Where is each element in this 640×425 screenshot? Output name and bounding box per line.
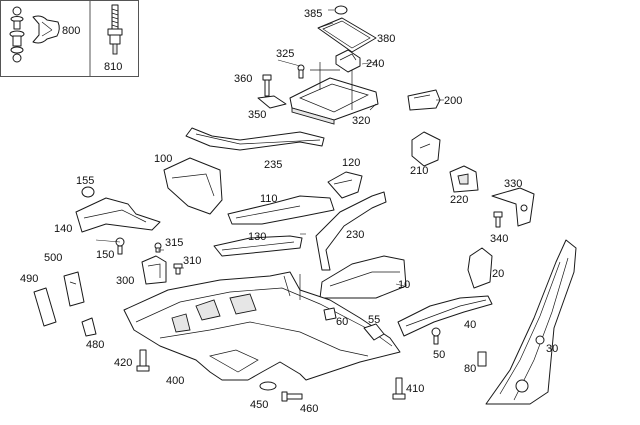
bracket-350	[257, 95, 287, 109]
member-130	[213, 235, 303, 257]
nut-315	[154, 242, 162, 253]
pillar-30	[485, 239, 577, 405]
callout-380: 380	[377, 33, 395, 45]
bolt-460	[281, 391, 303, 402]
callout-800: 800	[62, 25, 80, 37]
plate-140	[75, 197, 161, 233]
callout-450: 450	[250, 399, 268, 411]
callout-810: 810	[104, 61, 122, 73]
callout-310: 310	[183, 255, 201, 267]
clip-60	[323, 307, 337, 321]
callout-140: 140	[54, 223, 72, 235]
callout-220: 220	[450, 194, 468, 206]
callout-350: 350	[248, 109, 266, 121]
callout-480: 480	[86, 339, 104, 351]
gasket-385	[328, 5, 348, 15]
bracket-330	[491, 187, 535, 227]
bolt-360	[262, 74, 272, 97]
sleeve-80	[477, 351, 487, 367]
shield-100	[163, 157, 223, 215]
gasket-380	[317, 17, 377, 53]
callout-80: 80	[464, 363, 476, 375]
callout-300: 300	[116, 275, 134, 287]
mount-300	[141, 255, 167, 285]
callout-120: 120	[342, 157, 360, 169]
callout-110: 110	[260, 193, 278, 205]
leader-lines	[95, 22, 444, 360]
callout-325: 325	[276, 48, 294, 60]
callout-320: 320	[352, 115, 370, 127]
callout-155: 155	[76, 175, 94, 187]
callout-410: 410	[406, 383, 424, 395]
block-220	[449, 165, 479, 193]
grommet-155	[81, 186, 95, 198]
callout-230: 230	[346, 229, 364, 241]
callout-420: 420	[114, 357, 132, 369]
callout-315: 315	[165, 237, 183, 249]
bracket-55	[363, 323, 385, 341]
bolt-50	[431, 327, 441, 345]
subframe-assembly	[123, 271, 401, 381]
screw-310	[173, 263, 183, 275]
callout-330: 330	[504, 178, 522, 190]
bolt-420	[136, 349, 150, 372]
callout-360: 360	[234, 73, 252, 85]
callout-10: 10	[398, 279, 410, 291]
bracket-120	[327, 171, 363, 199]
callout-400: 400	[166, 375, 184, 387]
callout-460: 460	[300, 403, 318, 415]
callout-50: 50	[433, 349, 445, 361]
mount-200	[407, 89, 441, 111]
bolt-340	[493, 211, 503, 228]
member-110	[227, 195, 335, 225]
callout-385: 385	[304, 8, 322, 20]
bracket-490	[33, 287, 57, 327]
callout-500: 500	[44, 252, 62, 264]
callout-130: 130	[248, 231, 266, 243]
wrench-icon	[32, 15, 60, 44]
callout-55: 55	[368, 314, 380, 326]
bolt-icon	[107, 4, 123, 55]
callout-210: 210	[410, 165, 428, 177]
callout-20: 20	[492, 268, 504, 280]
strut-230	[315, 191, 387, 271]
callout-30: 30	[546, 343, 558, 355]
bolt-150	[115, 237, 125, 255]
callout-240: 240	[366, 58, 384, 70]
clip-480	[81, 317, 97, 337]
panel-10	[319, 255, 407, 299]
bolt-410	[392, 377, 406, 400]
pad-210	[411, 131, 441, 167]
rail-235	[185, 127, 325, 151]
rail-40	[397, 295, 493, 337]
callout-40: 40	[464, 319, 476, 331]
callout-60: 60	[336, 316, 348, 328]
screw-325	[297, 64, 305, 79]
washer-450	[259, 381, 277, 391]
tray-320	[289, 62, 379, 125]
callout-235: 235	[264, 159, 282, 171]
bracket-500	[63, 271, 85, 307]
clip-240	[335, 49, 361, 73]
callout-150: 150	[96, 249, 114, 261]
callout-340: 340	[490, 233, 508, 245]
grommet-fastener-icon	[9, 6, 25, 63]
callout-100: 100	[154, 153, 172, 165]
bracket-20	[467, 247, 493, 289]
callout-490: 490	[20, 273, 38, 285]
callout-200: 200	[444, 95, 462, 107]
